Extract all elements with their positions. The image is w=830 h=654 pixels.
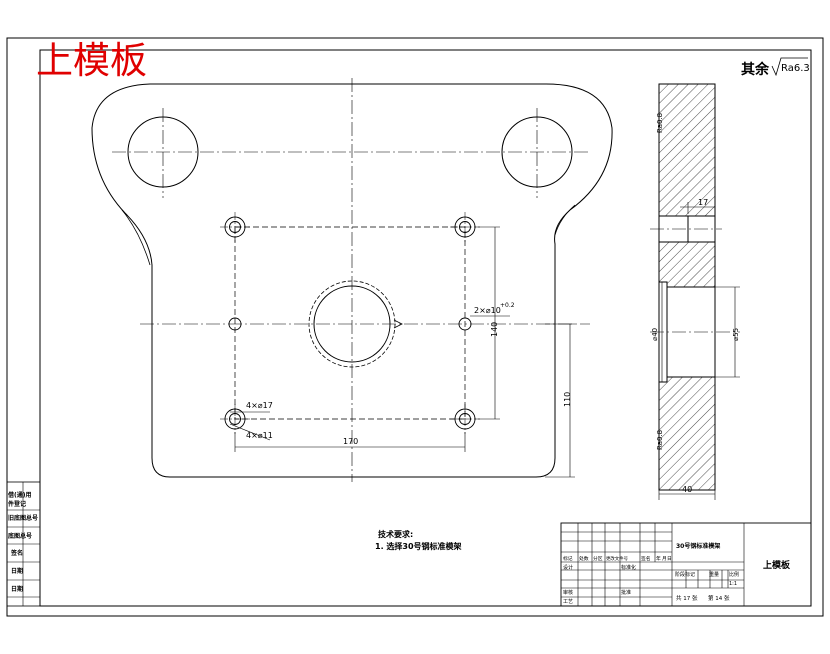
svg-text:分区: 分区 <box>593 555 603 562</box>
svg-text:签名: 签名 <box>10 549 23 557</box>
svg-text:标准化: 标准化 <box>621 564 636 571</box>
svg-text:签名: 签名 <box>641 555 651 562</box>
svg-text:比例: 比例 <box>729 571 739 578</box>
svg-text:工艺: 工艺 <box>563 599 573 605</box>
roughness-note: 其余 Ra6.3 <box>741 57 810 78</box>
roughness-symbol-icon <box>771 57 808 77</box>
dim-phi-55: ⌀55 <box>732 328 740 341</box>
dim-width-170: 170 <box>343 437 358 446</box>
dim-height-110: 110 <box>563 392 572 407</box>
svg-text:件登记: 件登记 <box>8 500 26 508</box>
svg-text:标记: 标记 <box>563 555 573 562</box>
drawing-frame <box>39 49 812 607</box>
svg-text:第 14 张: 第 14 张 <box>708 594 730 602</box>
red-title: 上模板 <box>36 39 147 82</box>
hole-note-2x10: 2×⌀10 <box>474 306 501 315</box>
svg-text:设计: 设计 <box>563 564 573 571</box>
plate-outline <box>91 83 613 478</box>
svg-text:月: 月 <box>662 556 667 562</box>
tech-req-line1: 1. 选择30号钢标准模架 <box>375 541 462 551</box>
sheet-border <box>6 37 824 617</box>
hole-note-4x17: 4×⌀17 <box>246 401 273 410</box>
dim-40: 40 <box>682 485 692 494</box>
svg-text:底图总号: 底图总号 <box>8 532 32 540</box>
svg-text:日期: 日期 <box>11 585 23 593</box>
roughness-bottom: Ra0.8 <box>656 430 664 450</box>
dim-phi-40: ⌀40 <box>651 328 659 341</box>
roughness-value: Ra6.3 <box>781 63 810 74</box>
bolt-pattern-rect <box>234 226 466 420</box>
center-bore-outer <box>308 280 396 368</box>
counterbore-holes <box>224 216 476 430</box>
tech-req-heading: 技术要求: <box>378 529 413 539</box>
svg-text:1:1: 1:1 <box>729 581 737 587</box>
svg-text:阶段标记: 阶段标记 <box>675 571 695 578</box>
roughness-label: 其余 <box>741 61 770 78</box>
svg-text:旧底图总号: 旧底图总号 <box>8 514 38 522</box>
center-bore <box>313 285 391 363</box>
title-block: 30号钢标准模架 上模板 标记 处数 分区 更改文件号 签名 年 月 日 设计 … <box>560 522 812 607</box>
plate-top-view: 170 140 110 4×⌀17 4×⌀11 2×⌀10 +0.2 <box>91 78 613 482</box>
title-material: 30号钢标准模架 <box>676 542 720 550</box>
plate-side-section: 17 40 ⌀40 ⌀55 Ra0.8 Ra0.8 <box>650 83 740 500</box>
svg-text:审核: 审核 <box>563 589 573 596</box>
svg-text:处数: 处数 <box>579 555 589 562</box>
roughness-top: Ra0.8 <box>656 113 664 133</box>
svg-text:重量: 重量 <box>709 571 719 578</box>
svg-text:共 17 张: 共 17 张 <box>676 594 698 602</box>
svg-text:日: 日 <box>667 556 672 562</box>
svg-text:年: 年 <box>656 555 661 562</box>
svg-text:更改文件号: 更改文件号 <box>606 555 629 562</box>
dim-height-140: 140 <box>490 322 499 337</box>
left-record-strip: 借(通)用 件登记 旧底图总号 底图总号 签名 日期 日期 <box>6 481 41 607</box>
dim-17: 17 <box>698 198 708 207</box>
hole-note-4x11: 4×⌀11 <box>246 431 273 440</box>
hole-note-2x10-tol: +0.2 <box>500 302 515 309</box>
svg-text:日期: 日期 <box>11 567 23 575</box>
title-part-name: 上模板 <box>763 559 791 571</box>
svg-text:借(通)用: 借(通)用 <box>7 491 32 499</box>
svg-text:批准: 批准 <box>621 589 631 596</box>
